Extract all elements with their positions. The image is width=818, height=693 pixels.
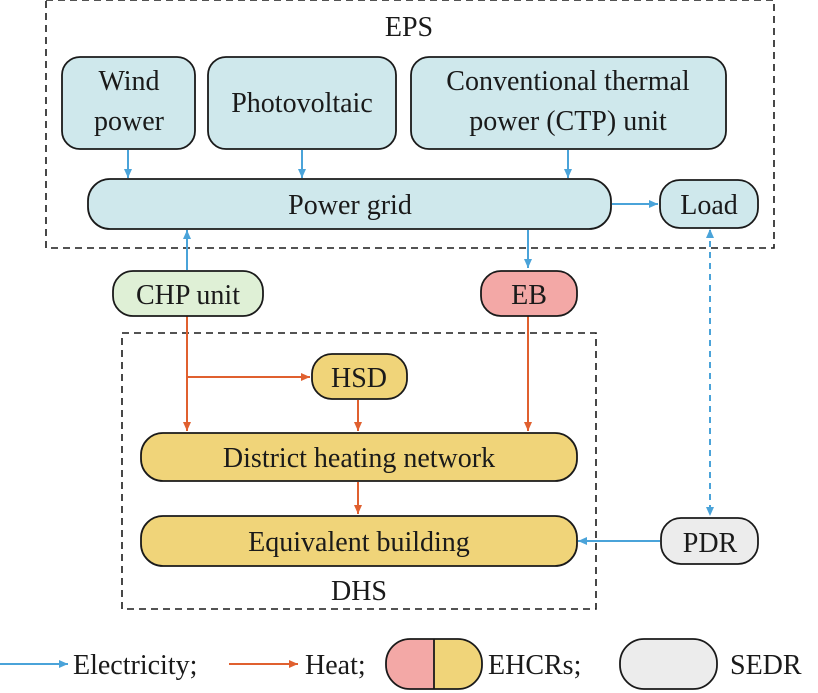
equivalent-building-node: Equivalent building bbox=[140, 515, 578, 567]
eps-region bbox=[45, 0, 775, 249]
pdr-node: PDR bbox=[660, 517, 759, 565]
eps-label: EPS bbox=[385, 12, 433, 43]
dhs-label: DHS bbox=[331, 576, 387, 607]
legend-sedr-swatch bbox=[619, 638, 718, 690]
legend: Electricity; Heat; EHCRs; SEDR bbox=[0, 638, 802, 690]
chp-unit-label: CHP unit bbox=[136, 280, 240, 311]
dhs-region bbox=[121, 332, 597, 610]
eb-label: EB bbox=[511, 280, 547, 311]
power-grid-label: Power grid bbox=[288, 190, 412, 221]
load-node: Load bbox=[659, 179, 759, 229]
district-heating-network-label: District heating network bbox=[223, 443, 495, 474]
load-label: Load bbox=[680, 190, 738, 221]
photovoltaic-label: Photovoltaic bbox=[231, 88, 373, 119]
district-heating-network-node: District heating network bbox=[140, 432, 578, 482]
chp-unit-node: CHP unit bbox=[112, 270, 264, 317]
hsd-label: HSD bbox=[331, 363, 387, 394]
legend-heat-label: Heat; bbox=[305, 650, 366, 681]
ctp-unit-node: Conventional thermal power (CTP) unit bbox=[410, 56, 727, 150]
legend-ehcrs-label: EHCRs; bbox=[488, 650, 581, 681]
eb-node: EB bbox=[480, 270, 578, 317]
legend-ehcrs-swatch bbox=[385, 638, 483, 690]
ctp-label-line1: Conventional thermal bbox=[446, 66, 690, 97]
pdr-label: PDR bbox=[683, 528, 738, 559]
legend-electricity-label: Electricity; bbox=[73, 650, 197, 681]
legend-sedr-label: SEDR bbox=[730, 650, 802, 681]
wind-power-label-line1: Wind bbox=[98, 66, 159, 97]
ctp-label-line2: power (CTP) unit bbox=[469, 106, 667, 137]
wind-power-label-line2: power bbox=[94, 106, 165, 137]
equivalent-building-label: Equivalent building bbox=[248, 527, 470, 558]
power-grid-node: Power grid bbox=[87, 178, 612, 230]
wind-power-node: Wind power bbox=[61, 56, 196, 150]
hsd-node: HSD bbox=[311, 353, 408, 400]
photovoltaic-node: Photovoltaic bbox=[207, 56, 397, 150]
